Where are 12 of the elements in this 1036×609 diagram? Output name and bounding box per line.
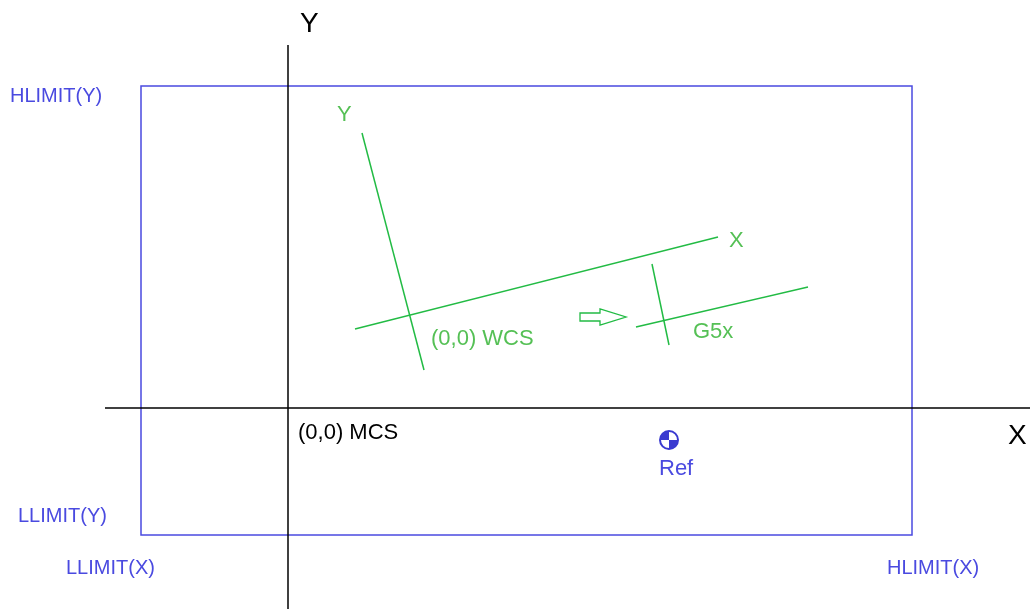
axis-label: X xyxy=(1008,420,1027,451)
origin-label: (0,0) WCS xyxy=(431,326,534,351)
limit-label: HLIMIT(X) xyxy=(887,556,980,578)
reference-label: Ref xyxy=(659,456,694,481)
limit-label: LLIMIT(Y) xyxy=(18,504,107,526)
origin-label: (0,0) MCS xyxy=(298,420,399,445)
axis-label: X xyxy=(729,228,744,253)
limit-label: HLIMIT(Y) xyxy=(10,84,103,106)
axis-label: Y xyxy=(300,8,319,39)
limit-label: LLIMIT(X) xyxy=(66,556,155,578)
offset-label: G5x xyxy=(693,319,734,344)
axis-label: Y xyxy=(337,102,352,127)
